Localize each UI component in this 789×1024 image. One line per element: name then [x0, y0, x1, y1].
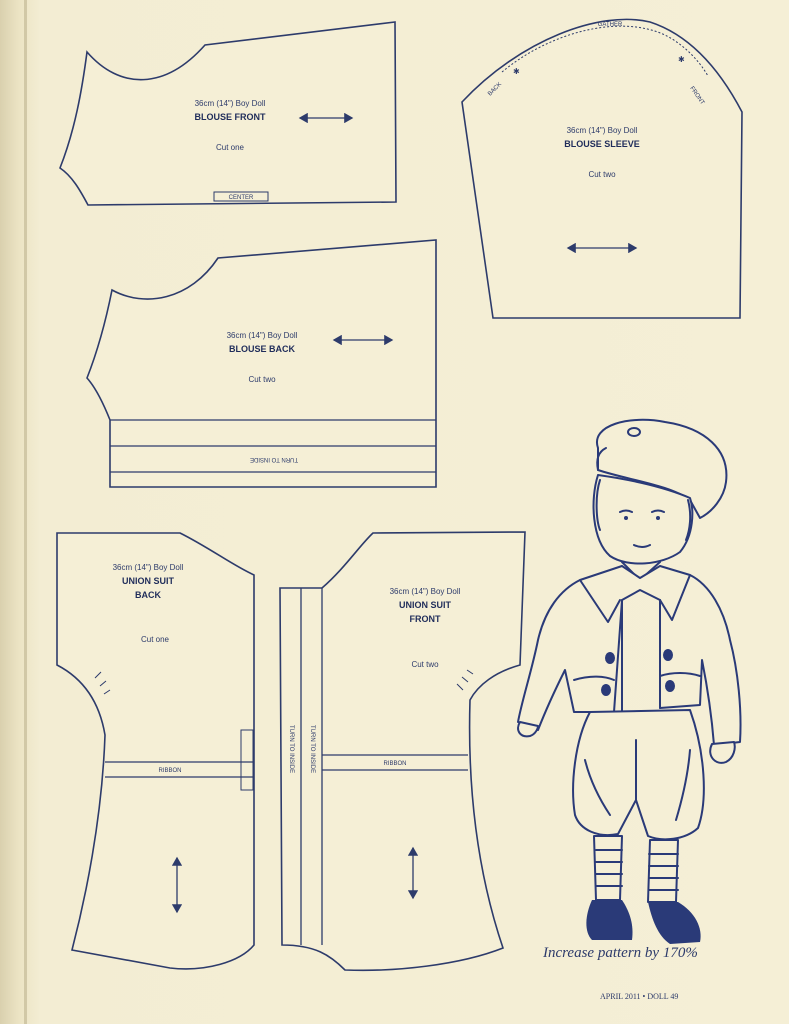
page-footer: APRIL 2011 • DOLL 49	[600, 992, 679, 1001]
book-gutter	[24, 0, 27, 1024]
union-front-cut: Cut two	[411, 660, 439, 669]
union-front-strip-label-2: TURN TO INSIDE	[309, 725, 315, 773]
union-front-title-1: UNION SUIT	[399, 600, 452, 610]
blouse-sleeve-size: 36cm (14") Boy Doll	[567, 126, 638, 135]
union-suit-front-piece: RIBBON TURN TO INSIDE TURN TO INSIDE 36c…	[279, 531, 526, 972]
union-back-ribbon-label: RIBBON	[158, 768, 181, 774]
union-suit-back-piece: RIBBON 36cm (14") Boy Doll UNION SUIT BA…	[56, 532, 255, 970]
doll-illustration	[517, 418, 742, 944]
union-front-size: 36cm (14") Boy Doll	[390, 587, 461, 596]
blouse-back-cut: Cut two	[248, 375, 276, 384]
blouse-front-title: BLOUSE FRONT	[195, 112, 267, 122]
union-back-title-1: UNION SUIT	[122, 576, 175, 586]
center-fold-mark	[213, 191, 269, 202]
sleeve-notch-star-right: ✱	[678, 55, 685, 64]
blouse-sleeve-cut: Cut two	[588, 170, 616, 179]
blouse-front-cut: Cut one	[216, 143, 245, 152]
union-front-strip-label-1: TURN TO INSIDE	[288, 725, 294, 773]
union-back-tab	[240, 729, 254, 791]
union-back-size: 36cm (14") Boy Doll	[113, 563, 184, 572]
union-back-title-2: BACK	[135, 590, 161, 600]
blouse-back-size: 36cm (14") Boy Doll	[227, 331, 298, 340]
sleeve-gather-label: GATHER	[598, 22, 623, 28]
union-back-cut: Cut one	[141, 635, 170, 644]
blouse-front-piece: CENTER 36cm (14") Boy Doll BLOUSE FRONT …	[59, 21, 397, 206]
enlarge-caption: Increase pattern by 170%	[543, 945, 698, 961]
blouse-back-piece: TURN TO INSIDE 36cm (14") Boy Doll BLOUS…	[86, 239, 437, 488]
union-front-ribbon-label: RIBBON	[383, 761, 406, 767]
blouse-back-hem-label: TURN TO INSIDE	[250, 456, 298, 462]
blouse-back-title: BLOUSE BACK	[229, 344, 296, 354]
sleeve-notch-star-left: ✱	[513, 67, 520, 76]
center-fold-label: CENTER	[229, 195, 254, 201]
union-front-title-2: FRONT	[410, 614, 441, 624]
blouse-sleeve-piece: GATHER BACK FRONT ✱ ✱ 36cm (14") Boy Dol…	[461, 18, 743, 319]
blouse-front-size: 36cm (14") Boy Doll	[195, 99, 266, 108]
blouse-sleeve-title: BLOUSE SLEEVE	[564, 139, 640, 149]
